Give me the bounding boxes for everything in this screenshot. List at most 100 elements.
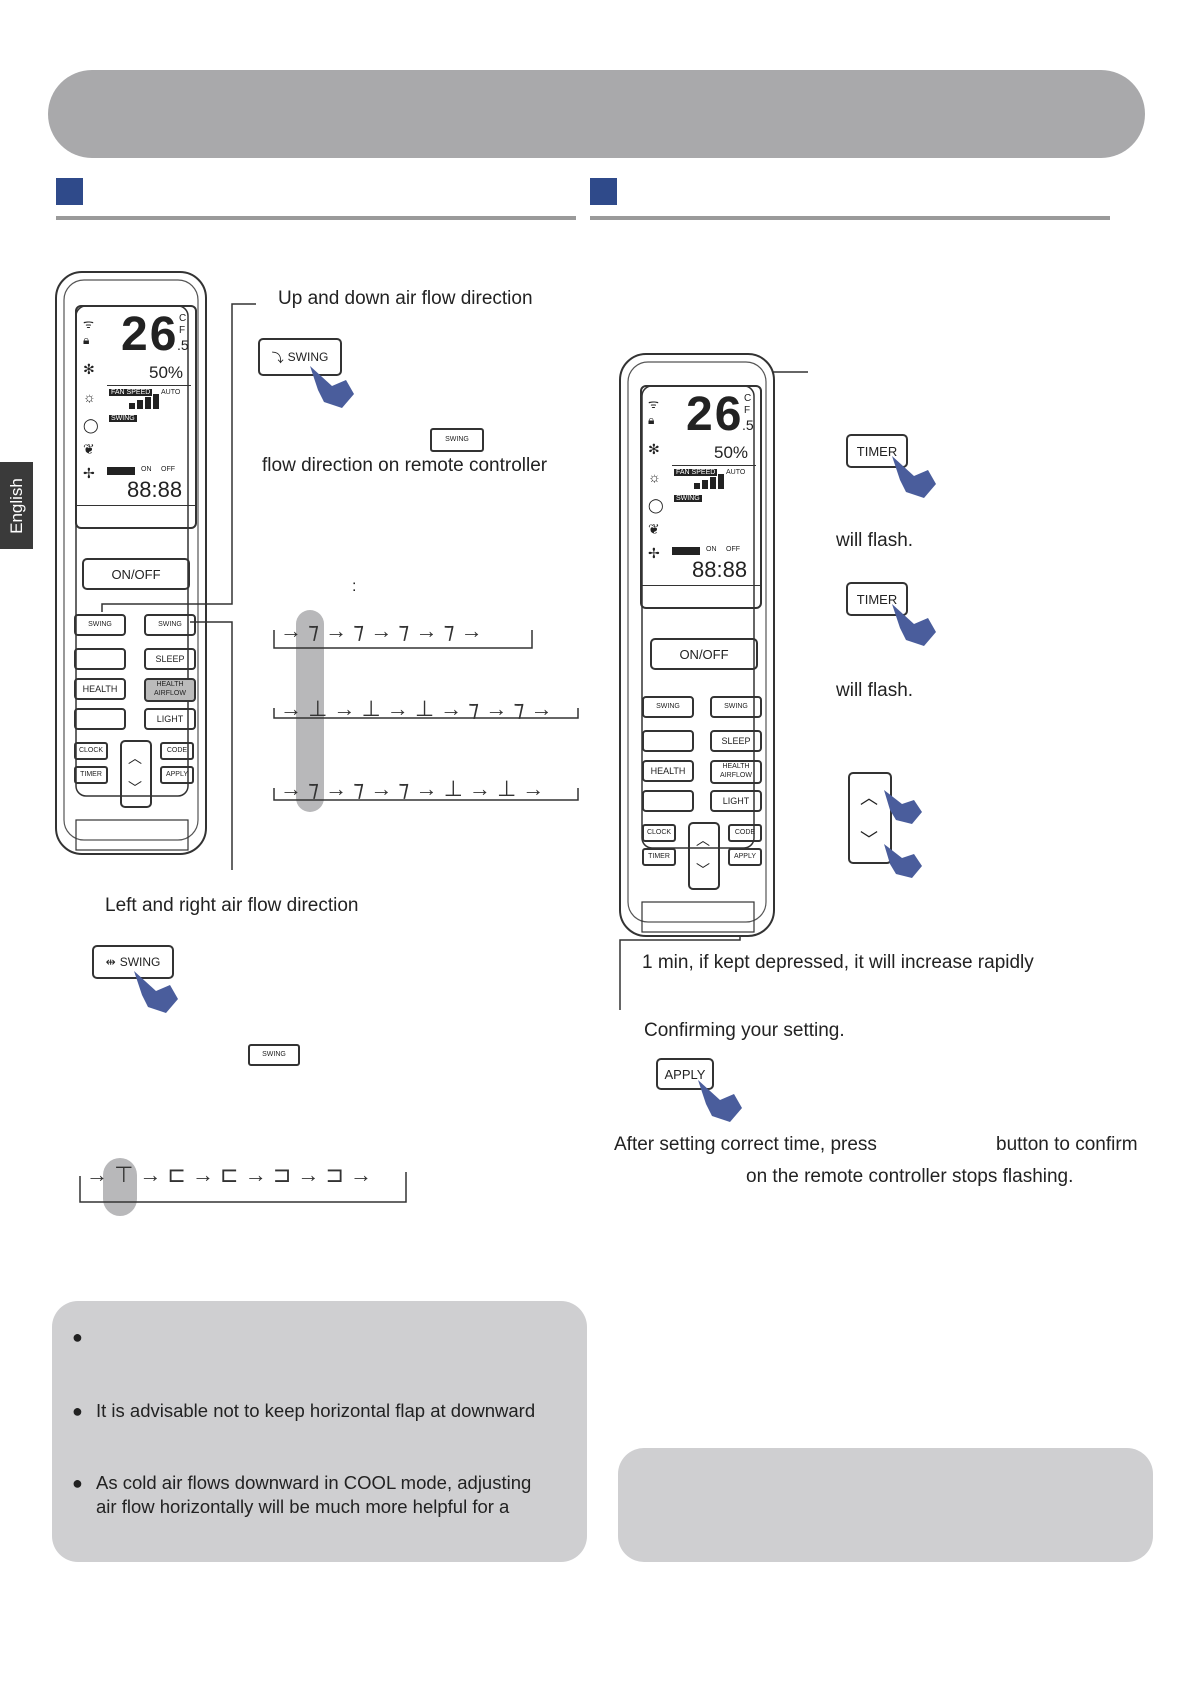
swing-updown-button-right[interactable]: SWING: [642, 696, 694, 718]
fan-icon: ✢: [83, 465, 95, 481]
lcd-clock: 88:88: [692, 557, 748, 582]
chevron-up-icon[interactable]: ︿: [860, 788, 878, 808]
remote-lcd-right: ᯤ 🔒︎ 26 .5 C F ✻ 50% ☼ FAN SPEED AUTO ◯ …: [640, 385, 762, 609]
language-label: English: [6, 477, 26, 534]
notes-box-left: ● ● It is advisable not to keep horizont…: [52, 1301, 587, 1562]
section-rule-left: [56, 216, 576, 220]
lcd-divider: [672, 465, 756, 466]
clock-button-right[interactable]: CLOCK: [642, 824, 676, 842]
fan-bar-2: [702, 480, 708, 489]
note-bullet-3: ●: [72, 1473, 83, 1493]
light-button-left[interactable]: LIGHT: [144, 708, 196, 730]
header-banner: [48, 70, 1145, 158]
blank-button-1-right[interactable]: [642, 730, 694, 752]
note-text-2: As cold air flows downward in COOL mode,…: [96, 1472, 532, 1493]
lcd-unit-f: F: [744, 405, 751, 416]
lcd-timer-on: ON: [141, 466, 152, 473]
lcd-humidity: 50%: [149, 363, 184, 382]
lcd-temperature-decimal: .5: [177, 337, 189, 353]
chevron-down-icon[interactable]: ﹀: [860, 830, 878, 850]
swing-updown-button-callout[interactable]: ⤵ SWING: [258, 338, 342, 376]
lcd-fan-speed: FAN SPEED: [109, 389, 153, 396]
updown-rocker-left[interactable]: ︿ ﹀: [120, 740, 152, 808]
timer-button-left[interactable]: TIMER: [74, 766, 108, 784]
button-to-confirm-text: button to confirm: [996, 1134, 1138, 1155]
colon-mark-1: :: [352, 578, 357, 595]
note-text-1: It is advisable not to keep horizontal f…: [96, 1400, 536, 1421]
clock-button-left[interactable]: CLOCK: [74, 742, 108, 760]
svg-text:→ ⁊ → ⁊ → ⁊ → ⁊ →: → ⁊ → ⁊ → ⁊ → ⁊ →: [280, 618, 483, 643]
blank-button-2-right[interactable]: [642, 790, 694, 812]
svg-text:→ ⁊ → ⁊ → ⁊ → ⊥ → ⊥ →: → ⁊ → ⁊ → ⁊ → ⊥ → ⊥ →: [280, 776, 544, 801]
svg-text:→ ⊥ → ⊥ → ⊥ → ⁊ → ⁊ →: → ⊥ → ⊥ → ⊥ → ⁊ → ⁊ →: [280, 696, 553, 721]
swing-leftright-button-callout[interactable]: ⇹ SWING: [92, 945, 174, 979]
timer-button-right[interactable]: TIMER: [642, 848, 676, 866]
press-hand-icon-5: [884, 790, 922, 824]
health-button-right[interactable]: HEALTH: [642, 760, 694, 782]
lcd-bottom-divider: [642, 585, 760, 586]
snowflake-icon: ✻: [83, 361, 95, 377]
swing-leftright-label: SWING: [119, 955, 161, 969]
highlight-column-leftright: [103, 1158, 137, 1216]
apply-button-left[interactable]: APPLY: [160, 766, 194, 784]
lcd-unit-f: F: [179, 325, 186, 336]
blank-button-2-left[interactable]: [74, 708, 126, 730]
chevron-up-icon[interactable]: ︿: [696, 832, 710, 848]
lcd-fan-speed: FAN SPEED: [674, 469, 718, 476]
updown-flow-sequences: → ⁊ → ⁊ → ⁊ → ⁊ → → ⊥ → ⊥ → ⊥ → ⁊ → ⁊ → …: [273, 618, 579, 801]
swing-updown-label: SWING: [287, 350, 329, 364]
after-setting-text: After setting correct time, press: [614, 1134, 877, 1155]
fan-bar-1: [694, 483, 700, 489]
wifi-icon: ᯤ: [648, 397, 659, 411]
timer-button-callout-1[interactable]: TIMER: [846, 434, 908, 468]
will-flash-text-1: will flash.: [836, 530, 914, 551]
sun-icon: ☼: [648, 469, 661, 485]
swing-leftright-button-right[interactable]: SWING: [710, 696, 762, 718]
sleep-button-left[interactable]: SLEEP: [144, 648, 196, 670]
chevron-down-icon[interactable]: ﹀: [696, 862, 710, 878]
swing-leftright-icon: ⇹: [105, 955, 116, 969]
sleep-button-right[interactable]: SLEEP: [710, 730, 762, 752]
fan-bar-1: [129, 403, 135, 409]
timer-button-callout-2[interactable]: TIMER: [846, 582, 908, 616]
press-hand-icon-1: [310, 366, 354, 408]
press-hand-icon-4: [892, 604, 936, 646]
chevron-up-icon[interactable]: ︿: [128, 750, 142, 766]
health-airflow-line2: AIRFLOW: [154, 690, 186, 697]
language-tab[interactable]: English: [0, 462, 33, 549]
health-airflow-button-right[interactable]: HEALTH AIRFLOW: [710, 760, 762, 784]
wifi-icon: ᯤ: [83, 317, 94, 331]
lcd-clock: 88:88: [127, 477, 183, 502]
fan-bar-3: [145, 397, 151, 409]
press-hand-icon-6: [884, 844, 922, 878]
code-button-right[interactable]: CODE: [728, 824, 762, 842]
note-bullet-1: ●: [72, 1327, 83, 1347]
apply-button-right[interactable]: APPLY: [728, 848, 762, 866]
swing-updown-small-button[interactable]: SWING: [430, 428, 484, 452]
updown-rocker-right[interactable]: ︿ ﹀: [688, 822, 720, 890]
health-airflow-button-left[interactable]: HEALTH AIRFLOW: [144, 678, 196, 702]
apply-button-callout[interactable]: APPLY: [656, 1058, 714, 1090]
updown-rocker-callout[interactable]: ︿ ﹀: [848, 772, 892, 864]
onoff-button-right[interactable]: ON/OFF: [650, 638, 758, 670]
stops-flashing-text: on the remote controller stops flashing.: [746, 1166, 1074, 1187]
light-button-right[interactable]: LIGHT: [710, 790, 762, 812]
swing-leftright-button-left[interactable]: SWING: [144, 614, 196, 636]
section-marker-right: [590, 178, 617, 205]
swing-leftright-small-button[interactable]: SWING: [248, 1044, 300, 1066]
lcd-timer-on: ON: [706, 546, 717, 553]
health-button-left[interactable]: HEALTH: [74, 678, 126, 700]
chevron-down-icon[interactable]: ﹀: [128, 780, 142, 796]
lcd-timer-bar: [107, 467, 135, 475]
svg-text:→ ⊤ → ⊏ → ⊏ → ⊐ → ⊐ →: → ⊤ → ⊏ → ⊏ → ⊐ → ⊐ →: [86, 1162, 372, 1187]
swing-updown-button-left[interactable]: SWING: [74, 614, 126, 636]
depress-text: 1 min, if kept depressed, it will increa…: [642, 952, 1034, 973]
lcd-unit-c: C: [179, 313, 187, 324]
onoff-button-left[interactable]: ON/OFF: [82, 558, 190, 590]
lcd-bottom-divider: [77, 505, 195, 506]
code-button-left[interactable]: CODE: [160, 742, 194, 760]
leftright-flow-sequence: → ⊤ → ⊏ → ⊏ → ⊐ → ⊐ →: [79, 1162, 407, 1203]
blank-button-1-left[interactable]: [74, 648, 126, 670]
note-text-3: air flow horizontally will be much more …: [96, 1496, 510, 1517]
fan-bar-2: [137, 400, 143, 409]
